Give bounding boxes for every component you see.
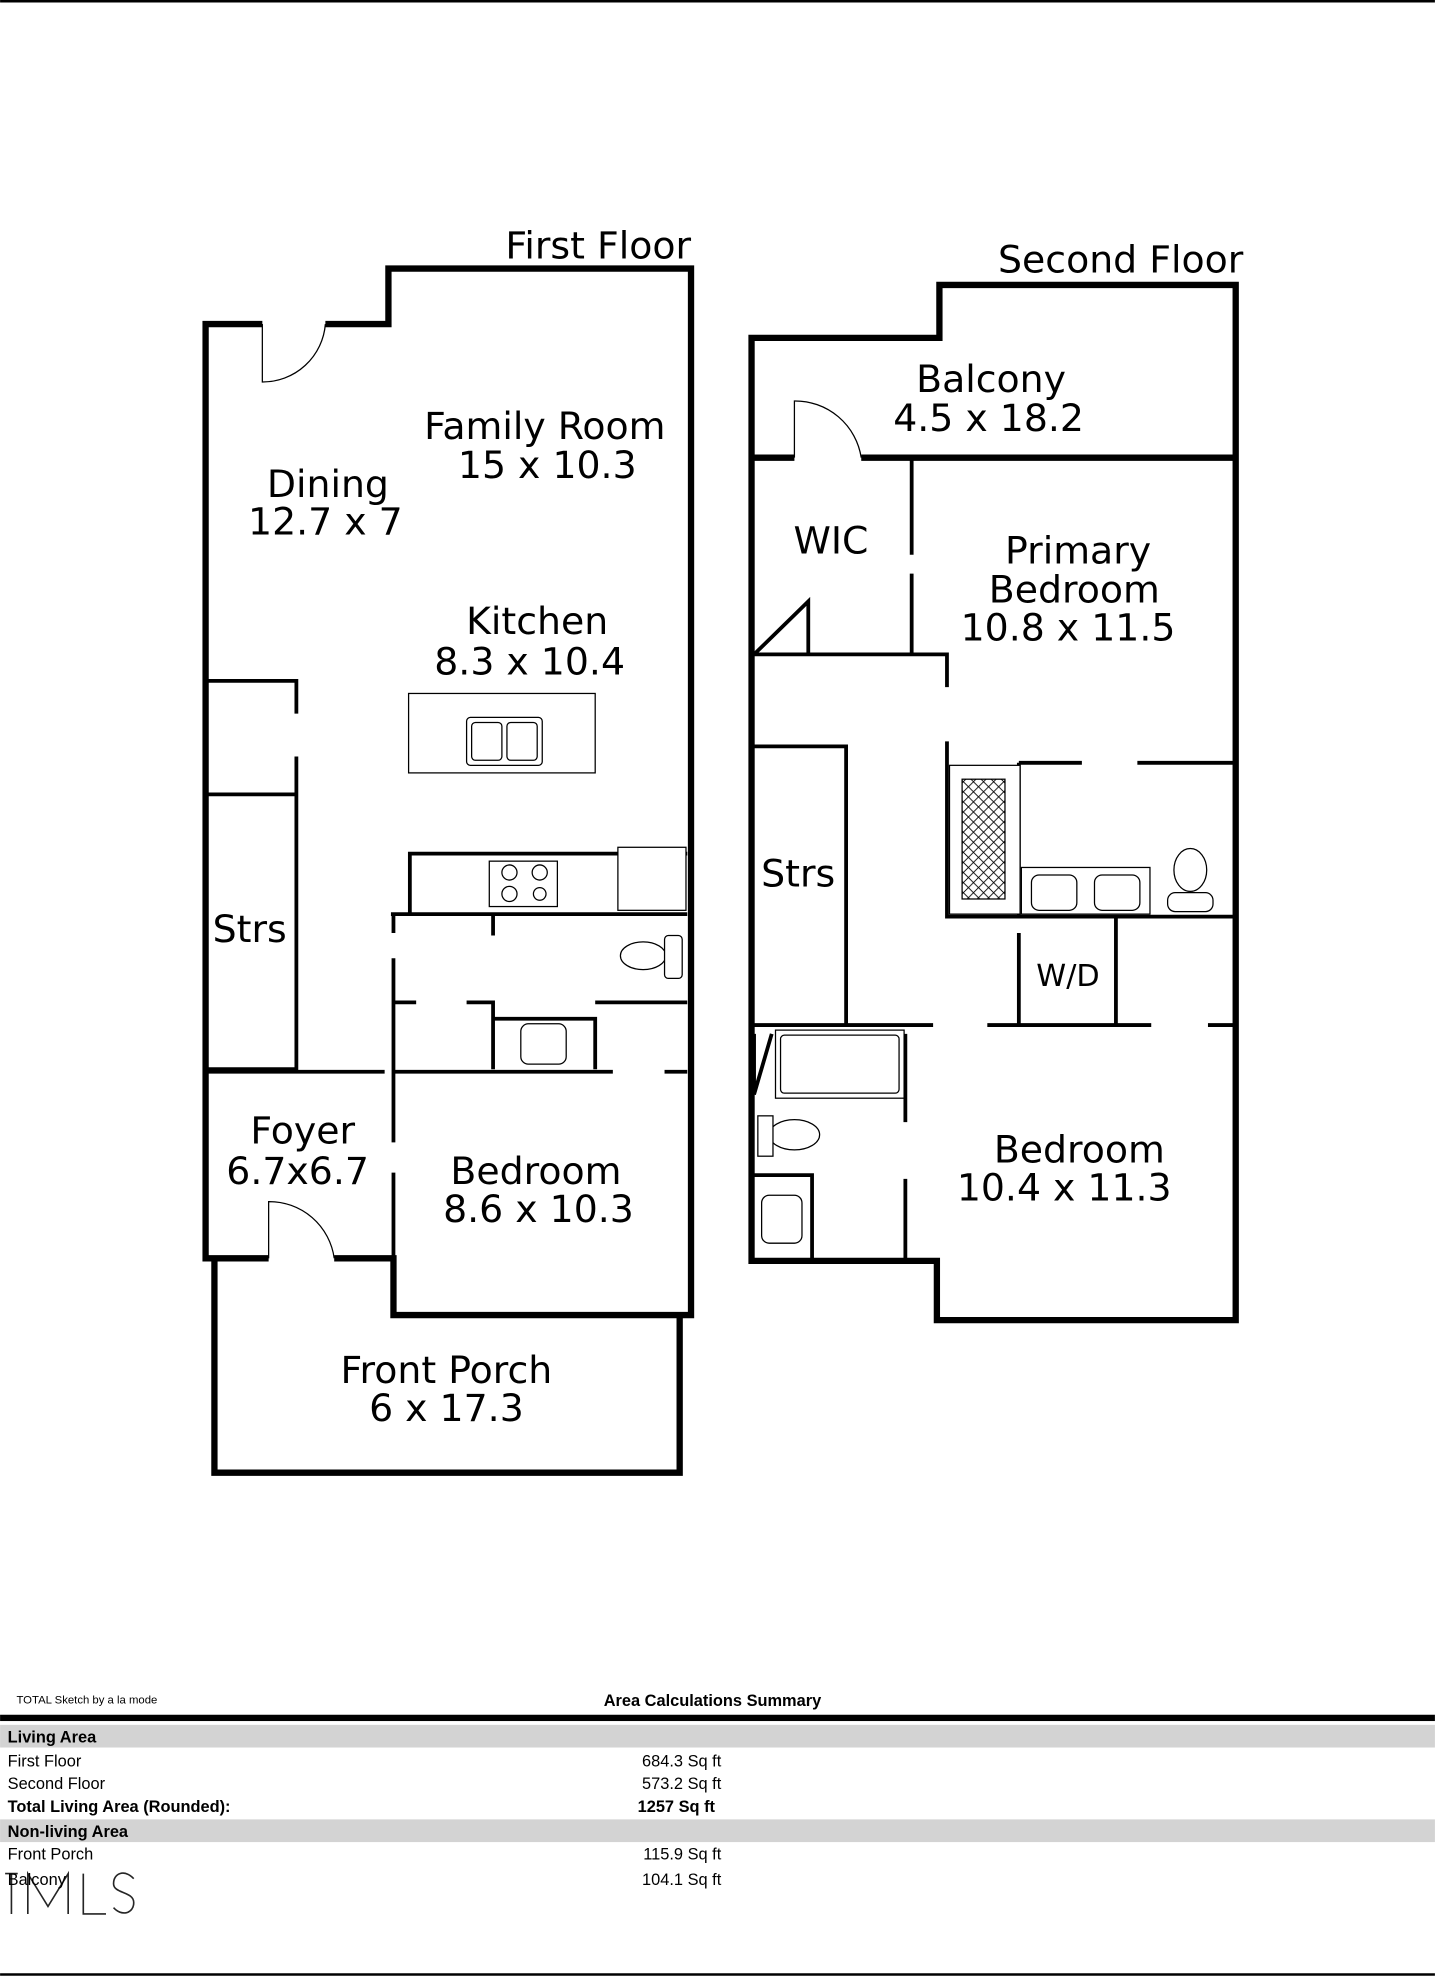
room-name: Foyer <box>250 1109 355 1153</box>
door-icon <box>261 323 327 383</box>
row-label: Second Floor <box>8 1775 106 1793</box>
door-icon <box>793 400 862 458</box>
total-value: 1257 Sq ft <box>638 1798 716 1816</box>
room-name: Front Porch <box>341 1348 553 1392</box>
room-name: Balcony <box>916 357 1066 401</box>
room-dims: 10.4 x 11.3 <box>957 1165 1172 1209</box>
row-value: 573.2 Sq ft <box>642 1775 722 1793</box>
row-value: 684.3 Sq ft <box>642 1752 722 1770</box>
interior-walls <box>208 678 688 1312</box>
room-name: Family Room <box>424 404 665 448</box>
room-name: Primary <box>1005 529 1151 573</box>
interior-walls <box>752 460 1234 1261</box>
room-dims: 4.5 x 18.2 <box>893 396 1084 440</box>
stove-icon <box>488 860 559 908</box>
first-floor-title: First Floor <box>505 223 691 267</box>
room-name: Bedroom <box>994 1127 1165 1171</box>
row-label: Balcony <box>8 1871 67 1889</box>
room-name: W/D <box>1036 959 1099 994</box>
section-band <box>0 1819 1435 1843</box>
sink-icon <box>520 1023 567 1065</box>
second-floor-plan: Second Floor Balcony 4.5 x 18.2 WIC Prim… <box>748 237 1244 1324</box>
room-dims: 12.7 x 7 <box>248 500 403 544</box>
sink-icon <box>760 1194 803 1244</box>
summary-title: Area Calculations Summary <box>604 1692 822 1710</box>
first-floor-plan: First Floor Family Room 15 x 10.3 Dining… <box>202 223 695 1476</box>
row-value: 115.9 Sq ft <box>643 1846 721 1864</box>
room-name: Kitchen <box>466 599 608 643</box>
toilet-icon <box>1173 847 1208 893</box>
room-name: Dining <box>267 462 389 506</box>
room-name: Bedroom <box>450 1149 621 1193</box>
section-band <box>0 1724 1435 1748</box>
room-name: Bedroom <box>989 568 1160 612</box>
room-dims: 6.7x6.7 <box>226 1149 369 1193</box>
section-header: Living Area <box>8 1728 97 1746</box>
total-label: Total Living Area (Rounded): <box>8 1798 231 1816</box>
room-dims: 10.8 x 11.5 <box>961 606 1176 650</box>
toilet-icon <box>619 941 667 971</box>
front-porch-outline <box>211 1258 683 1476</box>
toilet-icon <box>768 1118 821 1151</box>
row-value: 104.1 Sq ft <box>642 1871 722 1889</box>
section-header: Non-living Area <box>8 1823 129 1841</box>
row-label: First Floor <box>8 1752 82 1770</box>
software-credit: TOTAL Sketch by a la mode <box>16 1694 157 1706</box>
room-dims: 8.3 x 10.4 <box>434 640 625 684</box>
door-icon <box>268 1200 335 1259</box>
area-summary-table: TOTAL Sketch by a la mode Area Calculati… <box>0 1692 1435 1889</box>
room-dims: 6 x 17.3 <box>369 1386 524 1430</box>
room-dims: 15 x 10.3 <box>458 443 637 487</box>
room-name: Strs <box>761 851 835 895</box>
room-name: WIC <box>793 519 868 563</box>
divider <box>0 1714 1435 1722</box>
room-name: Strs <box>213 907 287 951</box>
room-dims: 8.6 x 10.3 <box>443 1187 634 1231</box>
second-floor-title: Second Floor <box>998 237 1244 281</box>
fridge-icon <box>617 846 687 911</box>
mls-watermark <box>5 1870 135 1915</box>
row-label: Front Porch <box>8 1846 94 1864</box>
